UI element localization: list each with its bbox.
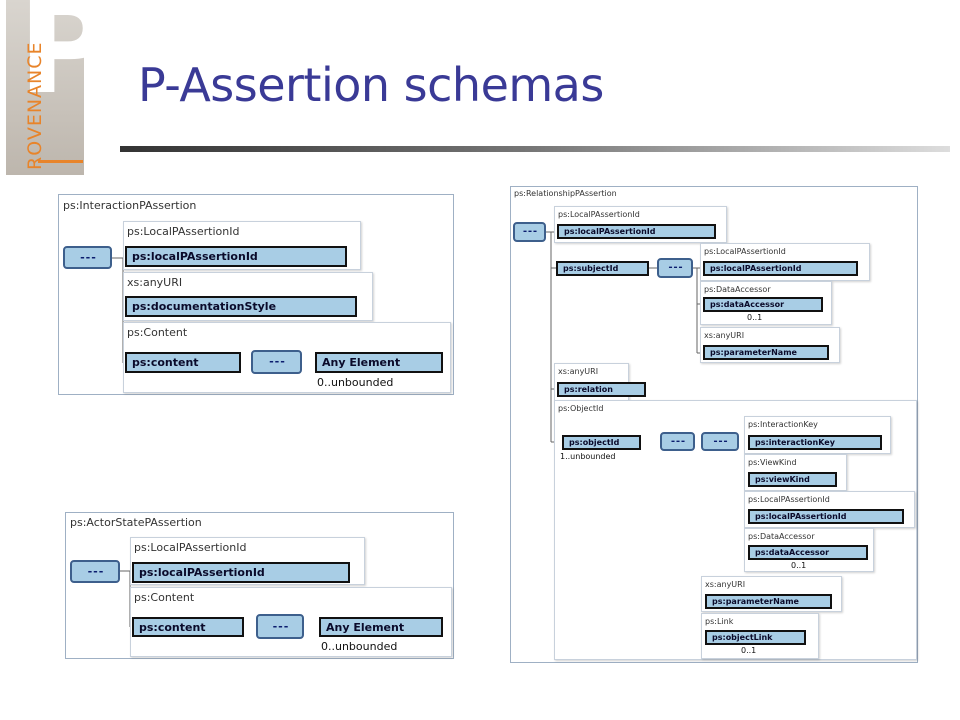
element-documentation-style: ps:documentationStyle bbox=[125, 296, 357, 317]
type-label: ps:LocalPAssertionId bbox=[704, 247, 786, 256]
element-interaction-key: ps:interactionKey bbox=[748, 435, 882, 450]
logo-accent bbox=[38, 160, 83, 163]
type-label: ps:LocalPAssertionId bbox=[748, 495, 830, 504]
slide-title: P-Assertion schemas bbox=[138, 58, 604, 112]
element-relation: ps:relation bbox=[557, 382, 646, 397]
type-label: ps:DataAccessor bbox=[704, 285, 771, 294]
element-object-id: ps:objectId bbox=[562, 435, 641, 450]
sequence-compositor: --- bbox=[251, 350, 302, 374]
type-label: xs:anyURI bbox=[558, 367, 599, 376]
type-label: ps:Content bbox=[127, 326, 188, 339]
sequence-compositor: --- bbox=[256, 614, 304, 639]
sequence-compositor: --- bbox=[513, 222, 546, 242]
element-subject-local-passertion-id: ps:localPAssertionId bbox=[703, 261, 858, 276]
actor-state-passertion-diagram: ps:ActorStatePAssertion --- ps:LocalPAss… bbox=[65, 512, 454, 659]
title-rule bbox=[120, 146, 950, 152]
type-label: ps:ViewKind bbox=[748, 458, 797, 467]
choice-compositor: --- bbox=[701, 432, 739, 451]
provenance-logo: P ROVENANCE bbox=[6, 0, 113, 175]
diagram-header: ps:InteractionPAssertion bbox=[63, 199, 197, 212]
type-label: ps:InteractionKey bbox=[748, 420, 818, 429]
element-any: Any Element bbox=[319, 617, 443, 637]
occurrence-label: 0..1 bbox=[741, 646, 757, 655]
occurrence-label: 0..1 bbox=[791, 561, 807, 570]
occurrence-label: 0..unbounded bbox=[317, 376, 394, 389]
occurrence-label: 0..1 bbox=[747, 313, 763, 322]
element-content: ps:content bbox=[125, 352, 241, 373]
sequence-compositor: --- bbox=[70, 560, 120, 583]
element-subject-parameter-name: ps:parameterName bbox=[703, 345, 829, 360]
element-any: Any Element bbox=[315, 352, 443, 373]
element-object-local-passertion-id: ps:localPAssertionId bbox=[748, 509, 904, 524]
sequence-compositor: --- bbox=[63, 246, 112, 269]
element-local-passertion-id: ps:localPAssertionId bbox=[132, 562, 350, 583]
element-local-passertion-id: ps:localPAssertionId bbox=[125, 246, 347, 267]
type-label: xs:anyURI bbox=[705, 580, 746, 589]
type-label: ps:LocalPAssertionId bbox=[558, 210, 640, 219]
logo-word: ROVENANCE bbox=[24, 41, 46, 170]
type-label: ps:LocalPAssertionId bbox=[127, 225, 240, 238]
element-content: ps:content bbox=[132, 617, 244, 637]
element-local-passertion-id: ps:localPAssertionId bbox=[557, 224, 716, 239]
relationship-passertion-diagram: ps:RelationshipPAssertion --- ps:LocalPA… bbox=[510, 186, 918, 663]
occurrence-label: 0..unbounded bbox=[321, 640, 398, 653]
element-view-kind: ps:viewKind bbox=[748, 472, 837, 487]
element-object-parameter-name: ps:parameterName bbox=[705, 594, 832, 609]
sequence-compositor: --- bbox=[657, 258, 693, 278]
type-label: xs:anyURI bbox=[704, 331, 745, 340]
type-label: xs:anyURI bbox=[127, 276, 183, 289]
sequence-compositor: --- bbox=[660, 432, 695, 451]
diagram-header: ps:ActorStatePAssertion bbox=[70, 516, 202, 529]
occurrence-label: 1..unbounded bbox=[560, 452, 616, 461]
logo-letter: P bbox=[18, 0, 114, 123]
element-subject-data-accessor: ps:dataAccessor bbox=[703, 297, 823, 312]
diagram-header: ps:RelationshipPAssertion bbox=[514, 189, 617, 198]
element-object-data-accessor: ps:dataAccessor bbox=[748, 545, 868, 560]
element-object-link: ps:objectLink bbox=[705, 630, 806, 645]
type-label: ps:Link bbox=[705, 617, 734, 626]
element-subject-id: ps:subjectId bbox=[556, 261, 649, 276]
type-label: ps:DataAccessor bbox=[748, 532, 815, 541]
interaction-passertion-diagram: ps:InteractionPAssertion --- ps:LocalPAs… bbox=[58, 194, 454, 395]
type-label: ps:Content bbox=[134, 591, 195, 604]
type-label: ps:ObjectId bbox=[558, 404, 604, 413]
type-label: ps:LocalPAssertionId bbox=[134, 541, 247, 554]
